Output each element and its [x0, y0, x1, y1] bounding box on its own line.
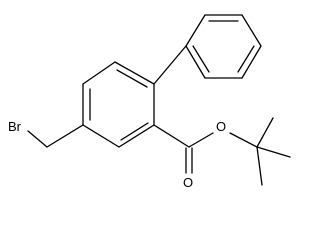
phenyl-ring: [185, 14, 262, 79]
bond: [185, 14, 206, 47]
carbonyl-oxygen-label: O: [183, 175, 193, 190]
bond: [188, 132, 214, 148]
double-bond-inner: [192, 45, 210, 73]
bond: [241, 14, 262, 47]
bond: [256, 146, 263, 186]
bond: [229, 132, 258, 148]
biaryl-bond: [153, 45, 187, 85]
bond: [114, 61, 155, 85]
benzene-ring: [82, 61, 155, 148]
bond: [82, 124, 120, 148]
double-bond-inner: [237, 45, 255, 73]
bond: [82, 61, 116, 85]
double-bond-inner: [120, 122, 149, 141]
structure-diagram: Br O O: [8, 14, 291, 190]
bond: [46, 124, 84, 148]
bond: [118, 124, 155, 148]
molecule-drawing: Br O O: [8, 14, 291, 190]
ester-oxygen-label: O: [216, 119, 226, 134]
bond: [185, 45, 206, 79]
bromine-label: Br: [8, 119, 22, 134]
bond: [27, 130, 48, 148]
bond: [241, 45, 262, 79]
bond: [153, 124, 190, 148]
bond: [256, 117, 274, 148]
double-bond-inner: [116, 69, 148, 88]
bond: [256, 146, 291, 158]
